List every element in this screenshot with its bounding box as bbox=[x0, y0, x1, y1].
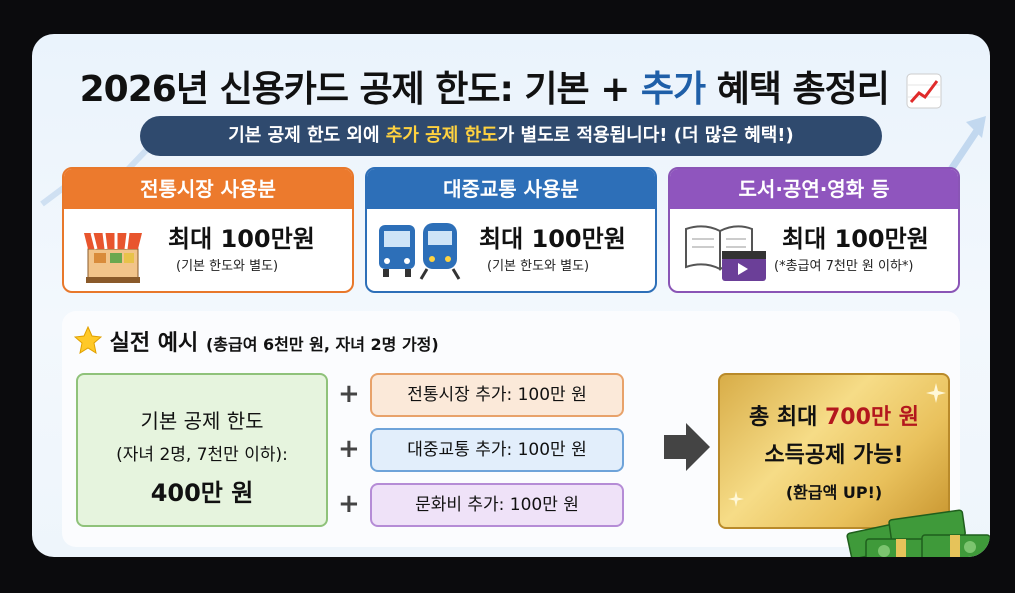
category-amount: 최대 100만원 bbox=[479, 225, 626, 253]
total-prefix: 총 최대 bbox=[748, 405, 825, 430]
subtitle-part2: 가 별도로 적용됩니다! (더 많은 혜택!) bbox=[497, 125, 794, 146]
title-part1: 2026년 신용카드 공제 한도: 기본 + bbox=[79, 69, 641, 110]
plus-sign: + bbox=[338, 434, 360, 464]
book-film-icon bbox=[685, 225, 766, 281]
title-part2: 혜택 총정리 bbox=[705, 69, 890, 110]
bus-train-icon bbox=[379, 223, 461, 280]
total-line1: 총 최대 700만 원 bbox=[720, 399, 948, 431]
category-box-culture: 도서·공연·영화 등 최대 100만원 (*총급여 7천만 원 이하*) bbox=[668, 167, 960, 293]
arrow-right-icon bbox=[664, 423, 710, 471]
category-header: 전통시장 사용분 bbox=[64, 169, 352, 209]
category-note: (기본 한도와 별도) bbox=[176, 259, 279, 274]
category-header: 도서·공연·영화 등 bbox=[670, 169, 958, 209]
money-stack-icon bbox=[846, 509, 990, 557]
star-icon bbox=[73, 325, 103, 355]
example-title-text: 실전 예시 bbox=[109, 331, 199, 356]
sparkle-icon bbox=[926, 383, 946, 403]
page-title: 2026년 신용카드 공제 한도: 기본 + 추가 혜택 총정리 bbox=[32, 60, 990, 112]
total-deduction-box: 총 최대 700만 원 소득공제 가능! (환급액 UP!) bbox=[718, 373, 950, 529]
market-stall-icon bbox=[84, 232, 142, 283]
plus-sign: + bbox=[338, 379, 360, 409]
addition-market: 전통시장 추가: 100만 원 bbox=[370, 373, 624, 417]
total-amount: 700만 원 bbox=[824, 405, 920, 430]
total-line3: (환급액 UP!) bbox=[785, 483, 883, 502]
subtitle-part1: 기본 공제 한도 외에 bbox=[228, 125, 386, 146]
category-note: (기본 한도와 별도) bbox=[487, 259, 590, 274]
category-note: (*총급여 7천만 원 이하*) bbox=[774, 259, 914, 274]
subtitle-banner: 기본 공제 한도 외에 추가 공제 한도가 별도로 적용됩니다! (더 많은 혜… bbox=[140, 116, 882, 156]
example-condition: (총급여 6천만 원, 자녀 2명 가정) bbox=[205, 335, 439, 354]
subtitle-highlight: 추가 공제 한도 bbox=[385, 125, 498, 146]
addition-transit: 대중교통 추가: 100만 원 bbox=[370, 428, 624, 472]
basic-amount: 400만 원 bbox=[150, 479, 254, 507]
sparkle-icon bbox=[728, 491, 744, 507]
category-header: 대중교통 사용분 bbox=[367, 169, 655, 209]
example-section: 실전 예시 (총급여 6천만 원, 자녀 2명 가정) 기본 공제 한도 (자녀… bbox=[62, 311, 960, 547]
basic-line1: 기본 공제 한도 bbox=[140, 409, 264, 433]
addition-culture: 문화비 추가: 100만 원 bbox=[370, 483, 624, 527]
category-box-market: 전통시장 사용분 최대 100만원 (기본 한도와 별도) bbox=[62, 167, 354, 293]
chart-increasing-icon bbox=[906, 73, 942, 109]
title-highlight: 추가 bbox=[640, 69, 706, 110]
basic-deduction-box: 기본 공제 한도 (자녀 2명, 7천만 이하): 400만 원 bbox=[76, 373, 328, 527]
basic-line2: (자녀 2명, 7천만 이하): bbox=[116, 445, 288, 465]
plus-sign: + bbox=[338, 489, 360, 519]
example-title: 실전 예시 (총급여 6천만 원, 자녀 2명 가정) bbox=[73, 325, 439, 357]
infographic-card: 2026년 신용카드 공제 한도: 기본 + 추가 혜택 총정리 기본 공제 한… bbox=[32, 34, 990, 557]
category-amount: 최대 100만원 bbox=[168, 225, 315, 253]
category-box-transit: 대중교통 사용분 최대 100만원 (기본 한도와 별도) bbox=[365, 167, 657, 293]
category-amount: 최대 100만원 bbox=[782, 225, 929, 253]
total-line2: 소득공제 가능! bbox=[764, 443, 904, 468]
